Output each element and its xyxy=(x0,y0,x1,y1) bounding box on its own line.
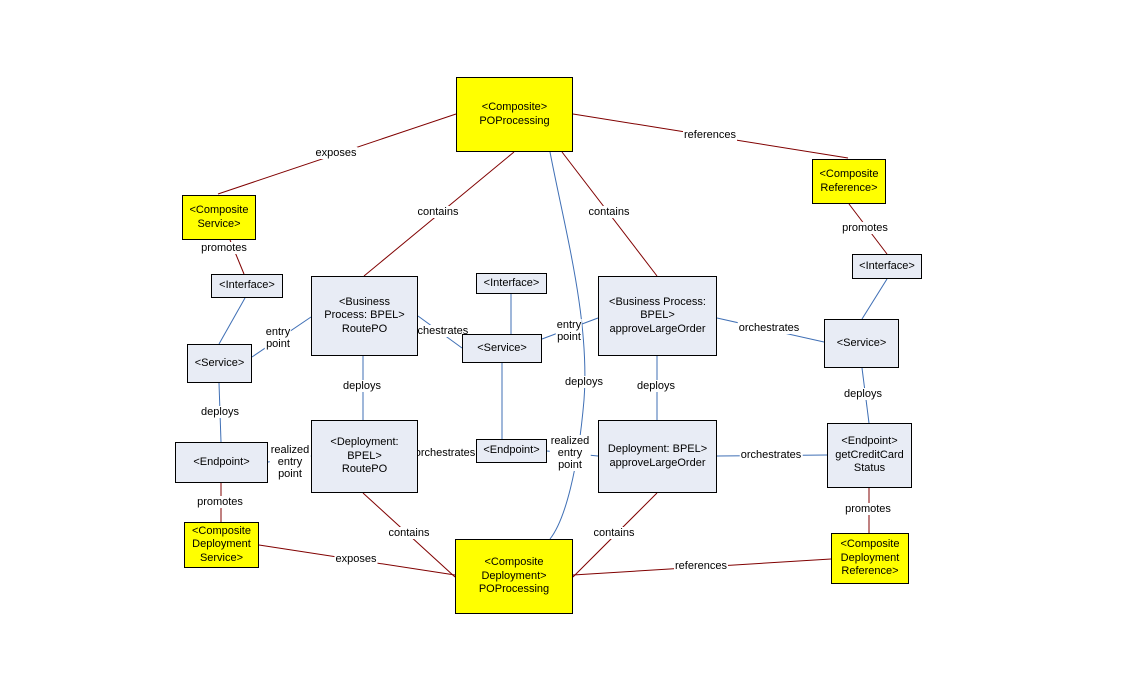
edge-label: orchestrates xyxy=(739,449,803,461)
node-endpoint-left[interactable]: <Endpoint> xyxy=(175,442,268,483)
node-endpoint-right[interactable]: <Endpoint> getCreditCard Status xyxy=(827,423,912,488)
edge-label: promotes xyxy=(196,496,244,508)
edge-label: deploys xyxy=(636,380,676,392)
node-service-mid[interactable]: <Service> xyxy=(462,334,542,363)
node-endpoint-mid[interactable]: <Endpoint> xyxy=(476,439,547,463)
edge-label: deploys xyxy=(564,376,604,388)
node-cd-reference[interactable]: <Composite Deployment Reference> xyxy=(831,533,909,584)
node-composite-reference[interactable]: <Composite Reference> xyxy=(812,159,886,204)
node-interface-right[interactable]: <Interface> xyxy=(852,254,922,279)
edge-interface-left-to-service-left xyxy=(218,297,246,345)
edge-label: references xyxy=(683,129,737,141)
edge-interface-right-to-service-right xyxy=(861,278,888,320)
node-bp-approve[interactable]: <Business Process: BPEL> approveLargeOrd… xyxy=(598,276,717,356)
node-deployment-approve[interactable]: Deployment: BPEL> approveLargeOrder xyxy=(598,420,717,493)
edge-label: promotes xyxy=(844,503,892,515)
edge-label: exposes xyxy=(334,553,378,565)
edge-label: orchestrates xyxy=(406,325,470,337)
node-service-right[interactable]: <Service> xyxy=(824,319,899,368)
edge-label: contains xyxy=(592,527,636,539)
edge-label: contains xyxy=(587,206,631,218)
edge-label: entry point xyxy=(264,326,292,350)
edge-label: contains xyxy=(416,206,460,218)
node-service-left[interactable]: <Service> xyxy=(187,344,252,383)
edge-label: deploys xyxy=(200,406,240,418)
edge-label: references xyxy=(674,560,728,572)
node-composite[interactable]: <Composite> POProcessing xyxy=(456,77,573,152)
edge-label: promotes xyxy=(841,222,889,234)
edge-label: orchestrates xyxy=(413,447,477,459)
edge-label: realized entry point xyxy=(269,444,311,480)
edge-label: orchestrates xyxy=(737,322,801,334)
edge-composite-to-composite-deployment xyxy=(549,151,586,540)
edge-label: exposes xyxy=(314,147,358,159)
node-composite-deployment[interactable]: <Composite Deployment> POProcessing xyxy=(455,539,573,614)
edge-label: contains xyxy=(387,527,431,539)
edge-label: promotes xyxy=(200,242,248,254)
node-deployment-routepo[interactable]: <Deployment: BPEL> RoutePO xyxy=(311,420,418,493)
node-bp-routepo[interactable]: <Business Process: BPEL> RoutePO xyxy=(311,276,418,356)
edge-label: deploys xyxy=(342,380,382,392)
node-interface-left[interactable]: <Interface> xyxy=(211,274,283,298)
node-cd-service[interactable]: <Composite Deployment Service> xyxy=(184,522,259,568)
node-interface-mid[interactable]: <Interface> xyxy=(476,273,547,294)
node-composite-service[interactable]: <Composite Service> xyxy=(182,195,256,240)
edge-label: realized entry point xyxy=(549,435,591,471)
edge-label: entry point xyxy=(555,319,583,343)
edge-label: deploys xyxy=(843,388,883,400)
